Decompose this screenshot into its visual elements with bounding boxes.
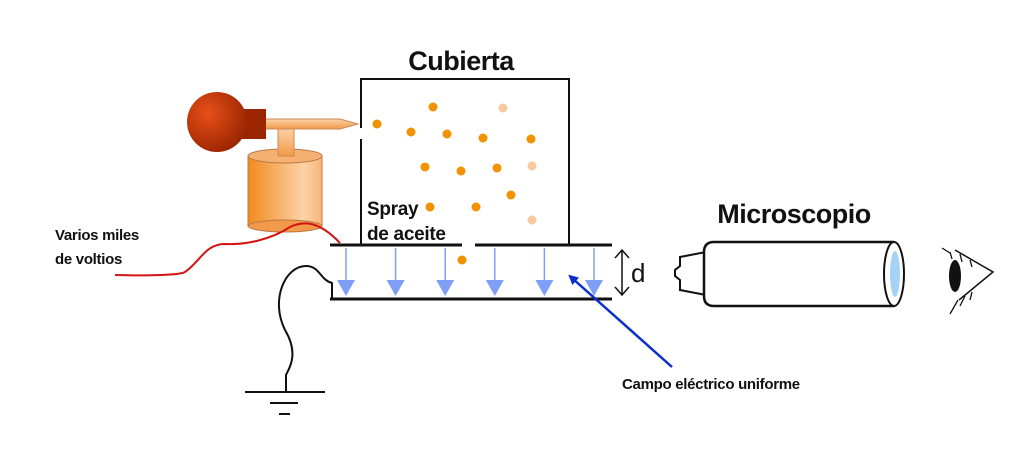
ground-wire: [277, 264, 333, 392]
oil-droplet: [506, 190, 516, 200]
oil-droplet: [492, 163, 502, 173]
field-arrow: [436, 248, 455, 296]
field-arrow: [535, 248, 554, 296]
voltage-label-line1: Varios miles: [55, 227, 139, 244]
field-label: Campo eléctrico uniforme: [622, 376, 800, 393]
high-voltage-wire: [114, 222, 341, 277]
field-arrow: [585, 248, 603, 296]
oil-droplet: [420, 162, 430, 172]
oil-droplet: [372, 119, 382, 129]
field-arrow: [386, 248, 405, 296]
field-pointer-arrow: [568, 274, 673, 368]
oil-droplet: [428, 102, 438, 112]
microscope-label: Microscopio: [717, 199, 871, 229]
gap-dimension-icon: [614, 248, 630, 297]
gap-label: d: [631, 258, 645, 288]
ground-symbol-icon: [245, 391, 325, 415]
microscope-icon: [674, 240, 905, 308]
spray-label-line2: de aceite: [367, 224, 446, 245]
oil-droplet: [457, 255, 467, 265]
oil-droplet: [425, 202, 435, 212]
oil-droplet: [498, 103, 508, 113]
oil-droplet: [406, 127, 416, 137]
field-arrow: [485, 248, 504, 296]
oil-droplet: [527, 161, 537, 171]
eye-icon: [941, 247, 995, 315]
oil-droplet: [478, 133, 488, 143]
spray-label-line1: Spray: [367, 199, 419, 220]
field-arrows: [337, 248, 603, 296]
oil-droplet: [526, 134, 536, 144]
voltage-label-line2: de voltios: [55, 251, 122, 268]
atomizer-icon: [187, 92, 360, 233]
oil-droplet: [471, 202, 481, 212]
oil-droplet: [442, 129, 452, 139]
cover-label: Cubierta: [408, 46, 515, 76]
oil-droplet: [456, 166, 466, 176]
cover-box: [360, 78, 570, 245]
oil-droplets: [372, 102, 537, 265]
field-arrow: [337, 248, 355, 296]
oil-droplet: [527, 215, 537, 225]
